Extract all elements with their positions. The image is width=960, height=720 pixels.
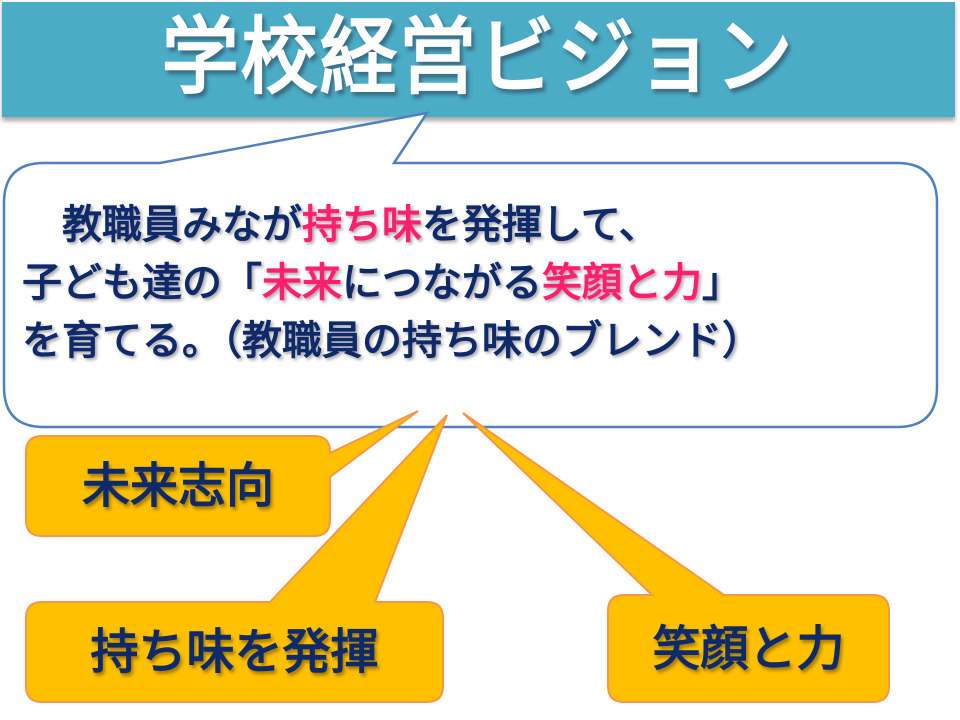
- tag-future-oriented: 未来志向: [81, 458, 274, 514]
- vision-text: につながる: [342, 260, 542, 306]
- vision-line-2: 子ども達の「未来につながる笑顔と力」: [22, 254, 932, 312]
- tag-smile-and-power: 笑顔と力: [652, 620, 845, 677]
- vision-highlight: 持ち味: [302, 202, 422, 248]
- vision-highlight: 未来: [262, 260, 342, 306]
- title-band: 学校経営ビジョン: [2, 2, 955, 117]
- page-title: 学校経営ビジョン: [162, 7, 795, 106]
- vision-speech-bubble: [2, 111, 939, 429]
- vision-text: 教職員みなが: [22, 202, 302, 248]
- vision-highlight: 笑顔と力: [542, 260, 702, 306]
- vision-text: 」: [702, 260, 742, 306]
- vision-text: 子ども達の「: [22, 260, 262, 306]
- tag-future-callout-shape: [25, 410, 419, 537]
- vision-text: を発揮して、: [422, 202, 659, 248]
- tag-strength-callout-shape: [25, 414, 448, 703]
- tag-smile-callout-shape: [462, 412, 890, 703]
- tag-use-strengths: 持ち味を発揮: [90, 624, 379, 680]
- vision-line-3: を育てる。（教職員の持ち味のブレンド）: [22, 312, 932, 370]
- vision-line-1: 教職員みなが持ち味を発揮して、: [22, 196, 932, 254]
- vision-statement: 教職員みなが持ち味を発揮して、 子ども達の「未来につながる笑顔と力」 を育てる。…: [22, 196, 932, 370]
- vision-text: を育てる。（教職員の持ち味のブレンド）: [22, 318, 762, 364]
